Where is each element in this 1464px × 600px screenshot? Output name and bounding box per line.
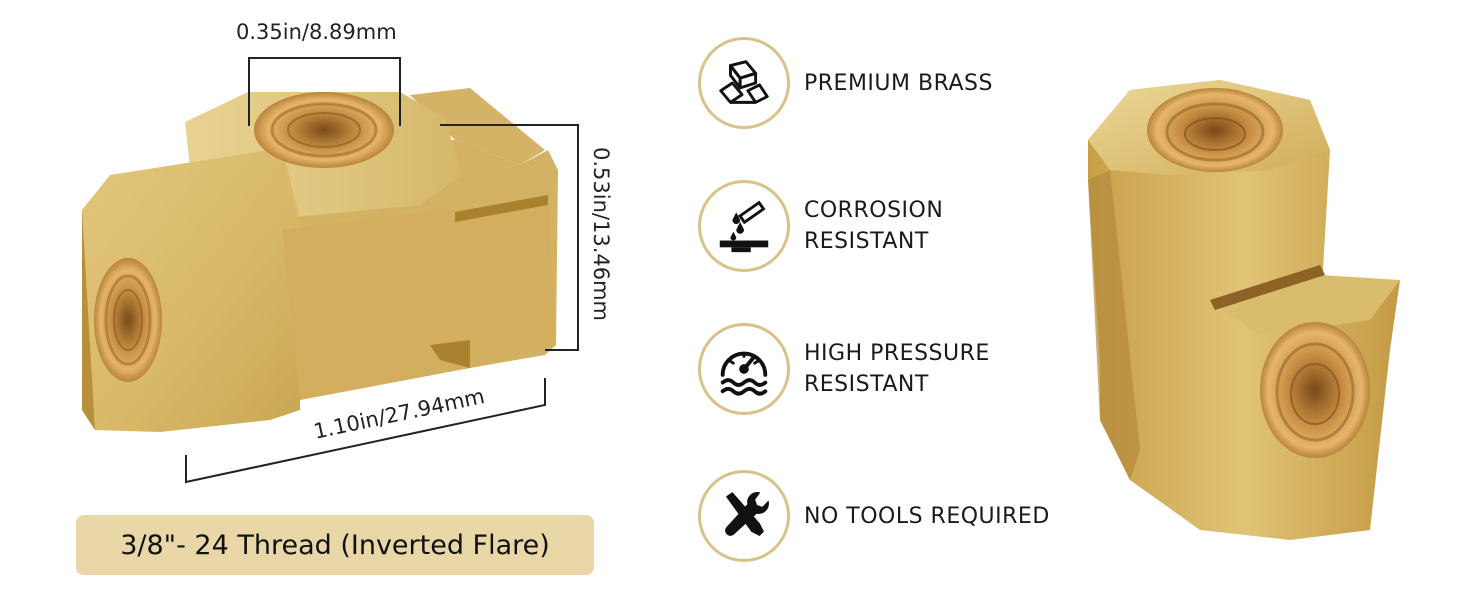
dimension-height-label: 0.53in/13.46mm bbox=[589, 146, 613, 322]
brass-bars-icon bbox=[698, 37, 790, 129]
feature-label-line1: CORROSION bbox=[804, 198, 944, 223]
thread-spec-badge: 3/8"- 24 Thread (Inverted Flare) bbox=[76, 515, 594, 575]
feature-premium-brass: PREMIUM BRASS bbox=[698, 37, 1078, 129]
feature-label-line2: RESISTANT bbox=[804, 229, 929, 254]
product-photo-angle bbox=[1070, 60, 1450, 560]
brass-tee-photo bbox=[1088, 80, 1400, 540]
feature-no-tools-required: NO TOOLS REQUIRED bbox=[698, 470, 1078, 562]
feature-label-line2: RESISTANT bbox=[804, 372, 929, 397]
tools-icon bbox=[698, 470, 790, 562]
dimension-top-label: 0.35in/8.89mm bbox=[236, 20, 397, 44]
product-photo-dimensions: 0.35in/8.89mm 0.53in/13.46mm 1.10in/27.9… bbox=[0, 0, 640, 600]
feature-label-line1: HIGH PRESSURE bbox=[804, 341, 990, 366]
feature-label: PREMIUM BRASS bbox=[804, 70, 993, 96]
feature-label: NO TOOLS REQUIRED bbox=[804, 503, 1050, 529]
feature-high-pressure-resistant: HIGH PRESSURE RESISTANT bbox=[698, 323, 1078, 415]
corrosion-icon bbox=[698, 180, 790, 272]
feature-corrosion-resistant: CORROSION RESISTANT bbox=[698, 180, 1078, 272]
pressure-gauge-icon bbox=[698, 323, 790, 415]
brass-tee-illustration bbox=[82, 57, 579, 484]
